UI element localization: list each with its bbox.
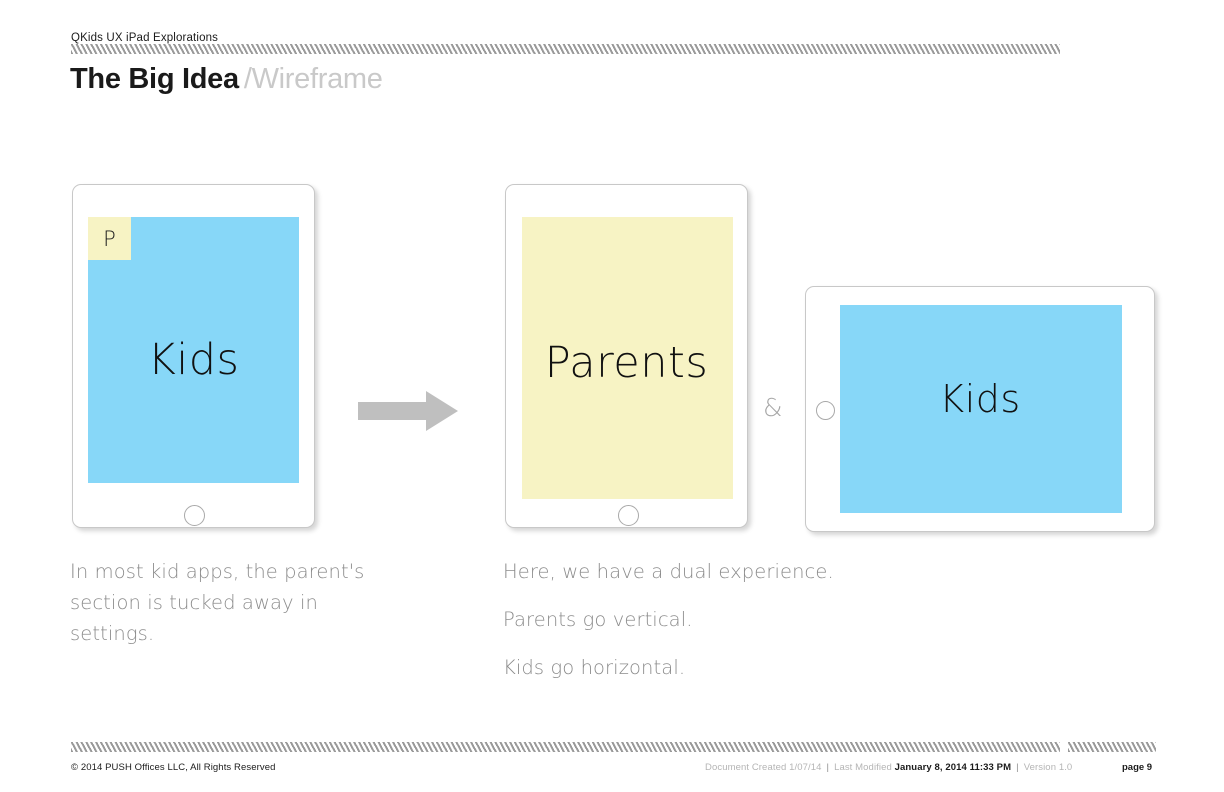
device-kids-landscape[interactable]: Kids: [805, 286, 1155, 532]
header-hatch-rule: [71, 44, 1060, 54]
device-kids-portrait[interactable]: P Kids: [72, 184, 315, 528]
footer-page-number: page 9: [1122, 762, 1153, 773]
screen-label-parents-portrait: Parents: [544, 338, 709, 388]
footer-version: Version 1.0: [1023, 762, 1073, 773]
caption-right-line-2: Parents go vertical.: [503, 608, 693, 631]
home-button-kids-portrait[interactable]: [184, 505, 205, 526]
page-title-main: The Big Idea: [70, 63, 239, 95]
footer-modified-value: January 8, 2014 11:33 PM: [894, 762, 1012, 773]
caption-right: Here, we have a dual experience. Parents…: [503, 556, 923, 700]
caption-right-line-1: Here, we have a dual experience.: [503, 560, 834, 583]
footer-separator-2: |: [1016, 762, 1019, 773]
footer-created: Document Created 1/07/14: [705, 762, 822, 773]
parent-badge[interactable]: P: [88, 217, 131, 260]
ampersand-connector: &: [763, 393, 783, 422]
footer-copyright: © 2014 PUSH Offices LLC, All Rights Rese…: [71, 762, 276, 773]
page-title: The Big Idea/Wireframe: [70, 65, 383, 94]
home-button-kids-landscape[interactable]: [816, 401, 835, 420]
home-button-parents-portrait[interactable]: [618, 505, 639, 526]
page-title-sub: /Wireframe: [243, 63, 383, 95]
screen-parents-portrait[interactable]: [522, 217, 733, 499]
footer-separator-1: |: [826, 762, 830, 773]
caption-right-line-3: Kids go horizontal.: [503, 656, 686, 679]
screen-label-kids-landscape: Kids: [939, 377, 1021, 421]
device-parents-portrait[interactable]: Parents: [505, 184, 748, 528]
caption-left: In most kid apps, the parent's section i…: [70, 560, 365, 645]
screen-kids-portrait[interactable]: P: [88, 217, 299, 483]
document-label: QKids UX iPad Explorations: [71, 32, 219, 44]
footer-modified-label: Last Modified: [834, 762, 892, 773]
footer-metadata: Document Created 1/07/14 | Last Modified J…: [705, 762, 1072, 773]
footer-hatch-rule-right: [1068, 742, 1156, 752]
screen-label-kids-portrait: Kids: [147, 335, 240, 385]
footer-hatch-rule: [71, 742, 1060, 752]
parent-badge-label: P: [103, 226, 116, 251]
flow-arrow-icon: [358, 391, 458, 431]
screen-kids-landscape[interactable]: [840, 305, 1122, 513]
